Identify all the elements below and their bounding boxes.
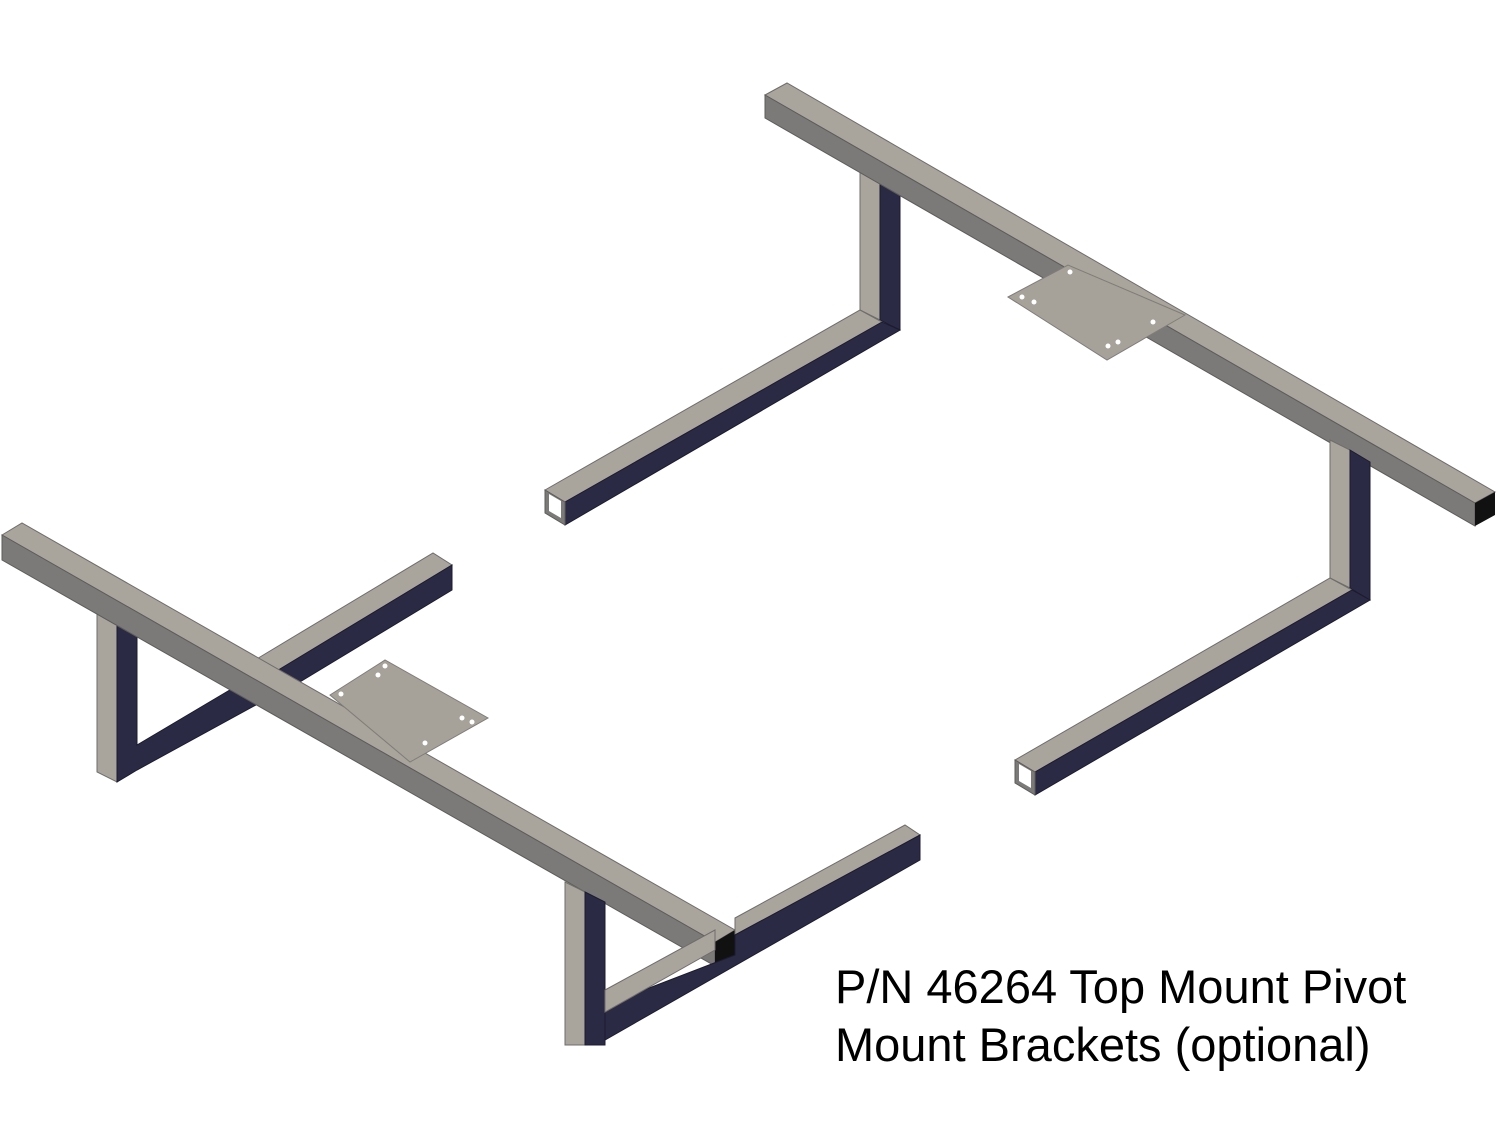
caption-line-2: Mount Brackets (optional)	[835, 1018, 1371, 1071]
right-mount-plate	[1007, 264, 1187, 361]
part-number-caption: P/N 46264 Top Mount Pivot Mount Brackets…	[835, 958, 1406, 1074]
left-mount-plate	[329, 659, 490, 763]
right-back-leg	[544, 171, 902, 526]
right-bracket-assembly	[544, 82, 1497, 796]
right-front-leg	[1014, 439, 1372, 796]
caption-line-1: P/N 46264 Top Mount Pivot	[835, 960, 1407, 1013]
left-bracket-assembly	[1, 522, 921, 1046]
left-front-leg	[564, 824, 921, 1046]
